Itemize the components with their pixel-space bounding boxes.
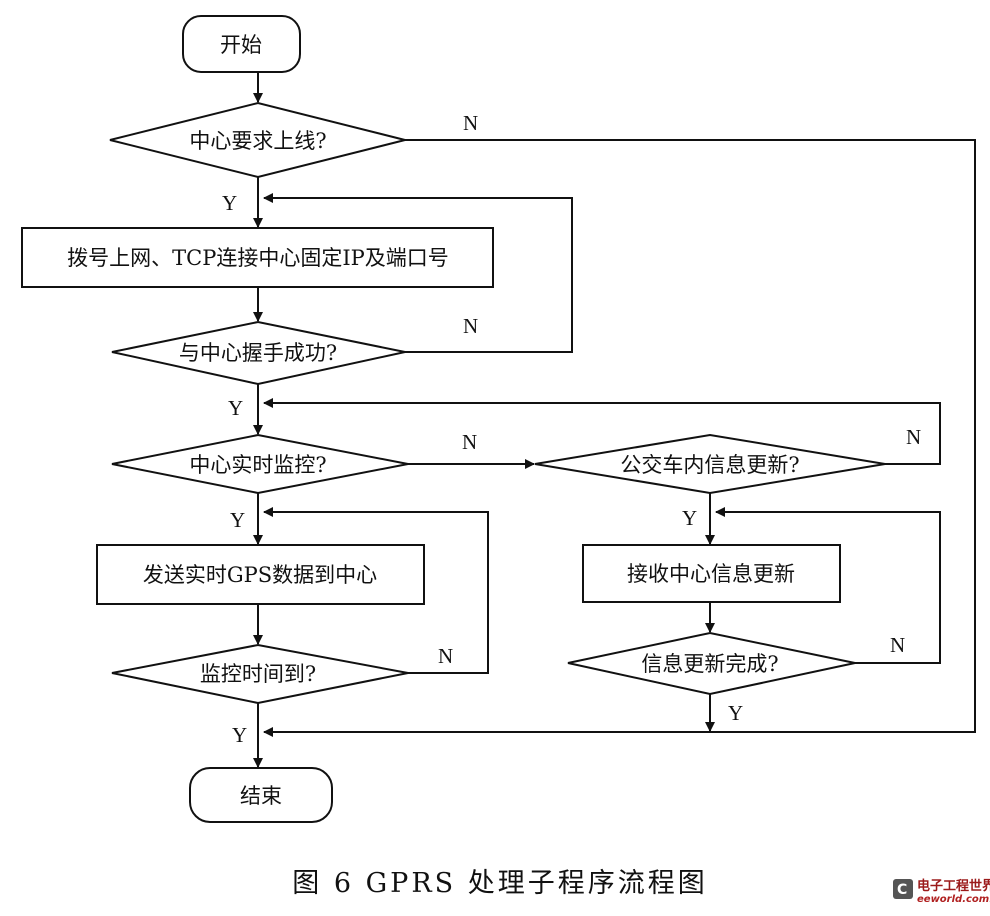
process-send-gps-label: 发送实时GPS数据到中心 bbox=[143, 563, 377, 587]
process-receive-update bbox=[582, 544, 841, 603]
label-yes: Y bbox=[728, 701, 743, 725]
decision-handshake bbox=[111, 320, 406, 386]
label-yes: Y bbox=[228, 396, 243, 420]
start-terminator bbox=[182, 15, 301, 73]
decision-realtime-monitor-label: 中心实时监控? bbox=[189, 453, 326, 477]
arrow-q6-no bbox=[715, 507, 941, 664]
logo-text-en: eeworld.com.cn bbox=[917, 894, 990, 905]
logo-mark-icon bbox=[893, 879, 913, 899]
end-terminator bbox=[189, 767, 333, 823]
decision-center-online bbox=[109, 101, 406, 179]
decision-time-up-label: 监控时间到? bbox=[200, 662, 316, 686]
eeworld-logo: C 电子工程世界 eeworld.com.cn bbox=[893, 878, 990, 905]
process-receive-update-label: 接收中心信息更新 bbox=[627, 562, 795, 586]
arrow-q4-no bbox=[263, 398, 941, 465]
end-label: 结束 bbox=[240, 784, 282, 808]
decision-update-done bbox=[567, 631, 856, 696]
svg-text:C: C bbox=[897, 882, 907, 898]
label-no: N bbox=[463, 111, 478, 135]
process-dial bbox=[21, 227, 494, 288]
label-yes: Y bbox=[230, 508, 245, 532]
arrow-q5-no bbox=[263, 507, 489, 674]
label-yes: Y bbox=[682, 506, 697, 530]
process-send-gps bbox=[96, 544, 425, 605]
label-yes: Y bbox=[232, 723, 247, 747]
arrow-q2-no bbox=[263, 193, 573, 353]
process-dial-label: 拨号上网、TCP连接中心固定IP及端口号 bbox=[67, 246, 449, 270]
start-label: 开始 bbox=[220, 33, 262, 57]
logo-text-cn: 电子工程世界 bbox=[917, 878, 990, 894]
label-no: N bbox=[906, 425, 921, 449]
decision-bus-update bbox=[534, 433, 886, 495]
arrow-q1-no bbox=[263, 139, 976, 737]
decision-center-online-label: 中心要求上线? bbox=[189, 129, 326, 153]
label-no: N bbox=[890, 633, 905, 657]
decision-handshake-label: 与中心握手成功? bbox=[179, 341, 337, 365]
figure-caption: 图 6 GPRS 处理子程序流程图 bbox=[292, 868, 708, 899]
label-no: N bbox=[463, 314, 478, 338]
label-no: N bbox=[438, 644, 453, 668]
label-no: N bbox=[462, 430, 477, 454]
label-yes: Y bbox=[222, 191, 237, 215]
decision-time-up bbox=[111, 643, 409, 705]
decision-realtime-monitor bbox=[111, 433, 409, 495]
decision-update-done-label: 信息更新完成? bbox=[641, 652, 778, 676]
decision-bus-update-label: 公交车内信息更新? bbox=[620, 453, 799, 477]
connectors bbox=[253, 72, 976, 768]
